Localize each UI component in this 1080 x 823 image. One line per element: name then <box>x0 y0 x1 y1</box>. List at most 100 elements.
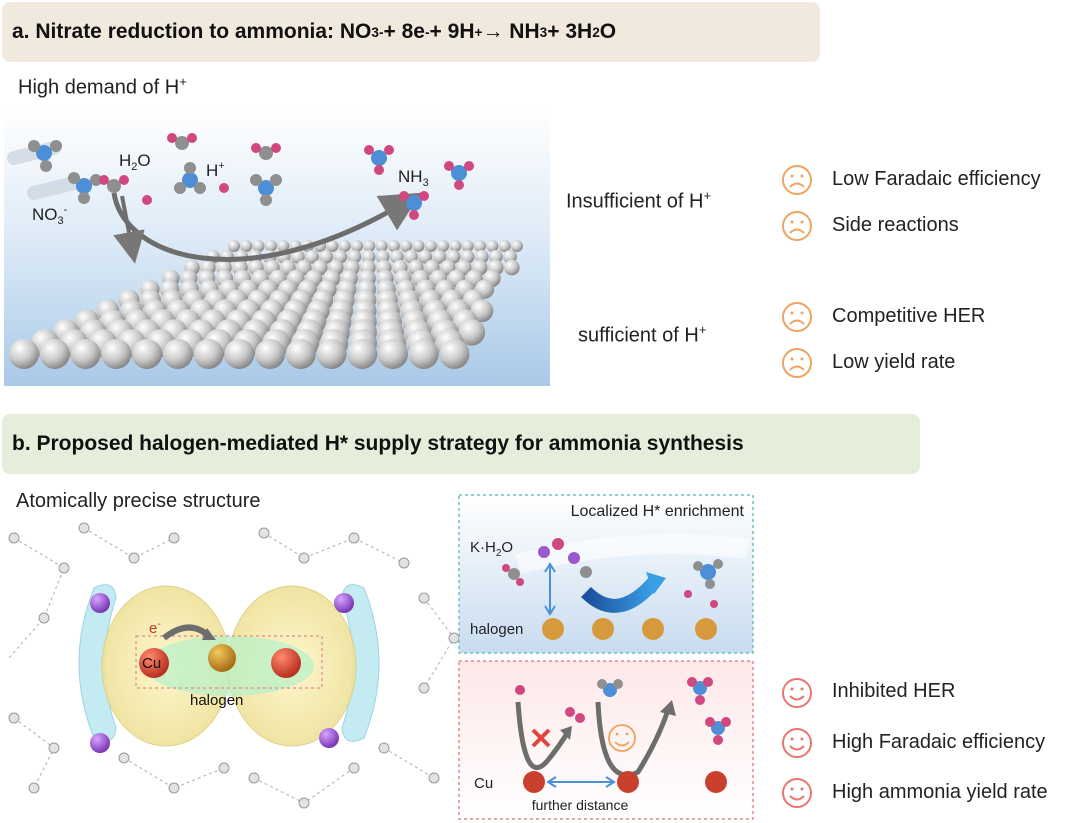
distance-label: further distance <box>532 797 629 813</box>
surface-atom <box>132 339 162 369</box>
panel-a-subtitle: High demand of H+ <box>18 74 187 99</box>
surface-atom <box>458 319 486 346</box>
surface-atom <box>363 240 376 252</box>
surface-atom <box>439 339 470 369</box>
cu-atom <box>139 648 169 678</box>
surface-atom <box>489 249 503 264</box>
kh2o-label: K·H2O <box>470 539 513 559</box>
reaction-arrow-down <box>113 195 145 264</box>
surface-atom <box>347 339 378 369</box>
surface-atom <box>449 240 462 252</box>
surface-atom <box>39 339 70 369</box>
surface-atom <box>285 339 316 369</box>
surface-atom <box>412 240 425 252</box>
cu-distance-box: Cu further distance <box>458 660 754 820</box>
transfer-arrow <box>581 577 660 613</box>
potassium-atom <box>319 728 339 748</box>
no3-label: NO3- <box>32 204 68 227</box>
molecules <box>515 677 731 745</box>
surface-atom <box>224 339 255 369</box>
halogen-atom <box>695 618 717 640</box>
sad-face-icon <box>782 302 812 332</box>
surface-atom <box>351 240 363 252</box>
surface-atom <box>361 249 376 264</box>
surface-atom <box>498 240 511 252</box>
potassium-atom <box>90 593 110 613</box>
surface-atom <box>9 339 39 369</box>
halogen-atom <box>592 618 614 640</box>
electron-label: e- <box>149 619 161 637</box>
surface-atom <box>375 240 388 252</box>
surface-atom <box>277 240 290 252</box>
surface-atom <box>378 339 408 369</box>
catalyst-surface <box>9 240 523 369</box>
reaction-arrow <box>111 192 422 262</box>
surface-atom <box>474 240 486 252</box>
sad-face-icon <box>782 348 812 378</box>
atomic-structure: e- Cu halogen <box>8 522 460 809</box>
condition-sufficient: sufficient of H+ <box>578 322 707 347</box>
surface-atom <box>316 339 347 369</box>
halogen-atom <box>542 618 564 640</box>
surface-atom <box>240 240 253 252</box>
cross-icon <box>531 728 551 748</box>
panel-b-subtitle: Atomically precise structure <box>16 490 261 512</box>
isosurface-left <box>78 584 117 742</box>
surface-atom <box>319 249 334 264</box>
cu-atom <box>705 771 727 793</box>
surface-atom <box>400 240 413 252</box>
cu-label: Cu <box>142 655 161 672</box>
surface-atom <box>252 240 265 252</box>
condition-insufficient: Insufficient of H+ <box>566 188 712 213</box>
nh3-label: NH3 <box>398 167 429 189</box>
surface-atom <box>264 240 277 252</box>
cu-atom <box>271 648 301 678</box>
surface-atom <box>255 339 285 369</box>
surface-atom <box>70 339 101 369</box>
molecules <box>7 133 474 220</box>
potassium-atom <box>90 733 110 753</box>
surface-atom <box>228 240 240 252</box>
hplus-label: H+ <box>206 160 225 180</box>
outcome-high-faradaic: High Faradaic efficiency <box>832 731 1046 753</box>
outcome-low-faradaic: Low Faradaic efficiency <box>832 168 1041 190</box>
blocked-path-arrow <box>515 701 571 771</box>
enrichment-title: Localized H* enrichment <box>571 503 745 520</box>
happy-face-icon <box>608 724 636 752</box>
outcome-high-yield: High ammonia yield rate <box>832 781 1048 803</box>
halogen-atom <box>642 618 664 640</box>
surface-atom <box>326 240 339 252</box>
successful-path-arrow <box>595 701 671 778</box>
outcome-competitive-her: Competitive HER <box>832 305 986 327</box>
cu-atom <box>617 771 639 793</box>
surface-atom <box>162 339 193 369</box>
halogen-atom <box>208 644 236 672</box>
surface-atom <box>338 240 351 252</box>
outcome-low-yield: Low yield rate <box>832 351 956 373</box>
cu-label: Cu <box>474 775 493 792</box>
outcome-inhibited-her: Inhibited HER <box>832 680 956 702</box>
happy-face-icon <box>782 778 812 808</box>
surface-atom <box>387 240 400 252</box>
surface-atom <box>408 339 439 369</box>
halogen-label: halogen <box>470 621 523 638</box>
sad-face-icon <box>782 165 812 195</box>
surface-atom <box>418 249 433 264</box>
localized-enrichment-box: Localized H* enrichment K·H2O halogen <box>458 494 754 654</box>
h2o-label: H2O <box>119 151 151 173</box>
surface-atom <box>193 339 224 369</box>
surface-atom <box>424 240 437 252</box>
outcome-side-reactions: Side reactions <box>832 214 959 236</box>
water-atoms <box>8 522 460 809</box>
potassium-atom <box>334 593 354 613</box>
zoom-region <box>135 635 323 689</box>
panel-b-title: b. Proposed halogen-mediated H* supply s… <box>2 414 920 474</box>
surface-atom <box>437 240 450 252</box>
surface-atom <box>305 249 319 264</box>
sad-face-icon <box>782 211 812 241</box>
halogen-label: halogen <box>190 692 243 709</box>
happy-face-icon <box>782 728 812 758</box>
surface-atom <box>510 240 523 252</box>
surface-atom <box>486 240 499 252</box>
